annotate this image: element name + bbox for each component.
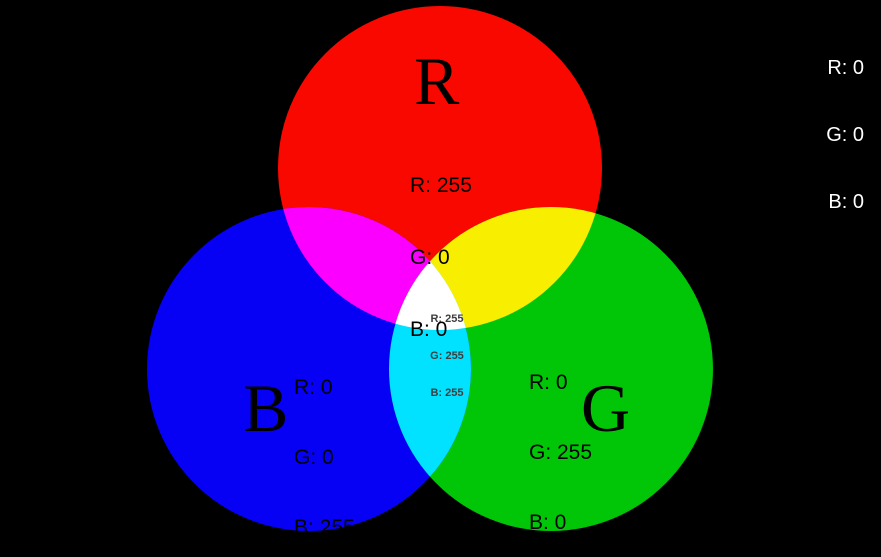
magenta-overlap-region — [278, 207, 471, 330]
rgb-value-line: G: 255 — [430, 350, 464, 362]
rgb-value-line: B: 255 — [294, 516, 355, 539]
rgb-value-line: R: 255 — [430, 313, 464, 325]
red-circle-letter: R — [414, 43, 460, 119]
red-circle-rgb-values: R: 255 G: 0 B: 0 — [410, 126, 472, 390]
background-rgb-values: R: 0 G: 0 B: 0 — [826, 12, 864, 259]
center-white-rgb-values: R: 255 G: 255 B: 255 — [405, 289, 489, 424]
rgb-value-line: R: 255 — [410, 174, 472, 197]
blue-circle-letter: B — [243, 370, 289, 446]
rgb-value-line: G: 0 — [826, 124, 864, 146]
rgb-value-line: R: 0 — [529, 371, 568, 394]
yellow-overlap-region — [389, 207, 602, 330]
rgb-value-line: G: 255 — [529, 441, 593, 464]
rgb-value-line: B: 0 — [529, 511, 567, 534]
green-circle-letter: G — [581, 370, 631, 446]
rgb-value-line: G: 0 — [410, 246, 450, 269]
green-circle-rgb-values: R: 0 G: 255 B: 0 — [529, 324, 592, 557]
rgb-value-line: R: 0 — [294, 376, 333, 399]
rgb-value-line: R: 0 — [827, 57, 864, 79]
rgb-value-line: B: 255 — [430, 387, 464, 399]
rgb-value-line: B: 0 — [828, 191, 864, 213]
rgb-value-line: G: 0 — [294, 446, 334, 469]
rgb-value-line: B: 0 — [410, 318, 448, 341]
blue-circle-rgb-values: R: 0 G: 0 B: 255 — [294, 329, 355, 557]
